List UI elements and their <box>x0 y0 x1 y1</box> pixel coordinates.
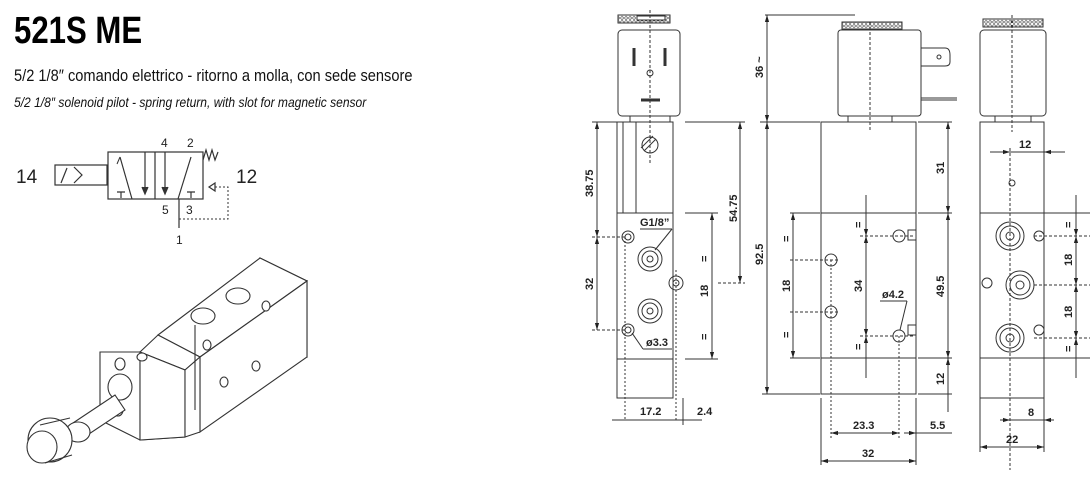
dim-eq-side-top: = <box>699 256 711 262</box>
dim-eq-side-bottom: = <box>699 334 711 340</box>
dim-8: 8 <box>1028 407 1034 419</box>
dim-18-end-a: 18 <box>1063 254 1075 266</box>
dim-49-5: 49.5 <box>935 276 947 297</box>
dim-38-75: 38.75 <box>584 169 596 197</box>
port-5-label: 5 <box>162 203 169 217</box>
port-12-label: 12 <box>236 167 257 188</box>
dim-eq-front-mid-top: = <box>853 222 865 228</box>
dim-2-4: 2.4 <box>697 406 713 418</box>
port-1-label: 1 <box>176 233 183 247</box>
isometric-valve-illustration <box>26 257 309 464</box>
dim-92-5: 92.5 <box>754 244 766 265</box>
side-view: 38.75 32 = 18 = 54.75 G1/8” ø3.3 17.2 2.… <box>584 10 745 425</box>
dim-eq-front-left-top: = <box>781 236 793 242</box>
dim-eq-end-bottom: = <box>1063 346 1075 352</box>
valve-symbol: 14 4 2 5 3 1 12 <box>16 136 257 247</box>
dim-18-end-b: 18 <box>1063 306 1075 318</box>
port-14-label: 14 <box>16 167 38 188</box>
dim-32-side: 32 <box>584 278 596 290</box>
dim-36-approx: 36 ~ <box>754 56 766 78</box>
dim-18-front: 18 <box>781 280 793 292</box>
dim-34: 34 <box>853 279 865 292</box>
dim-5-5: 5.5 <box>930 420 945 432</box>
dim-17-2: 17.2 <box>640 406 661 418</box>
dim-23-3: 23.3 <box>853 420 874 432</box>
hole-dia-3-3: ø3.3 <box>646 337 668 349</box>
thread-size-label: G1/8” <box>640 217 669 229</box>
dim-18-side: 18 <box>699 285 711 297</box>
dim-eq-end-top: = <box>1063 222 1075 228</box>
product-code-title: 521S ME <box>14 10 143 52</box>
dim-12-front: 12 <box>935 373 947 385</box>
hole-dia-4-2: ø4.2 <box>882 289 904 301</box>
dim-12-end: 12 <box>1019 139 1031 151</box>
dim-54-75: 54.75 <box>728 194 740 222</box>
port-3-label: 3 <box>186 203 193 217</box>
front-view: = 18 = = 34 = ø4.2 31 49.5 12 23.3 5.5 3… <box>781 21 957 465</box>
dim-eq-front-left-bottom: = <box>781 332 793 338</box>
subtitle-italian: 5/2 1/8″ comando elettrico - ritorno a m… <box>14 66 413 85</box>
dim-32-front: 32 <box>862 448 874 460</box>
port-4-label: 4 <box>161 136 168 150</box>
dim-31: 31 <box>935 162 947 174</box>
overall-height-dims: 36 ~ 92.5 <box>754 14 855 395</box>
dim-22: 22 <box>1006 434 1018 446</box>
port-2-label: 2 <box>187 136 194 150</box>
end-view: 12 = 18 18 = 8 22 <box>979 15 1090 470</box>
dim-eq-front-mid-bottom: = <box>853 344 865 350</box>
subtitle-english: 5/2 1/8″ solenoid pilot - spring return,… <box>14 94 367 110</box>
